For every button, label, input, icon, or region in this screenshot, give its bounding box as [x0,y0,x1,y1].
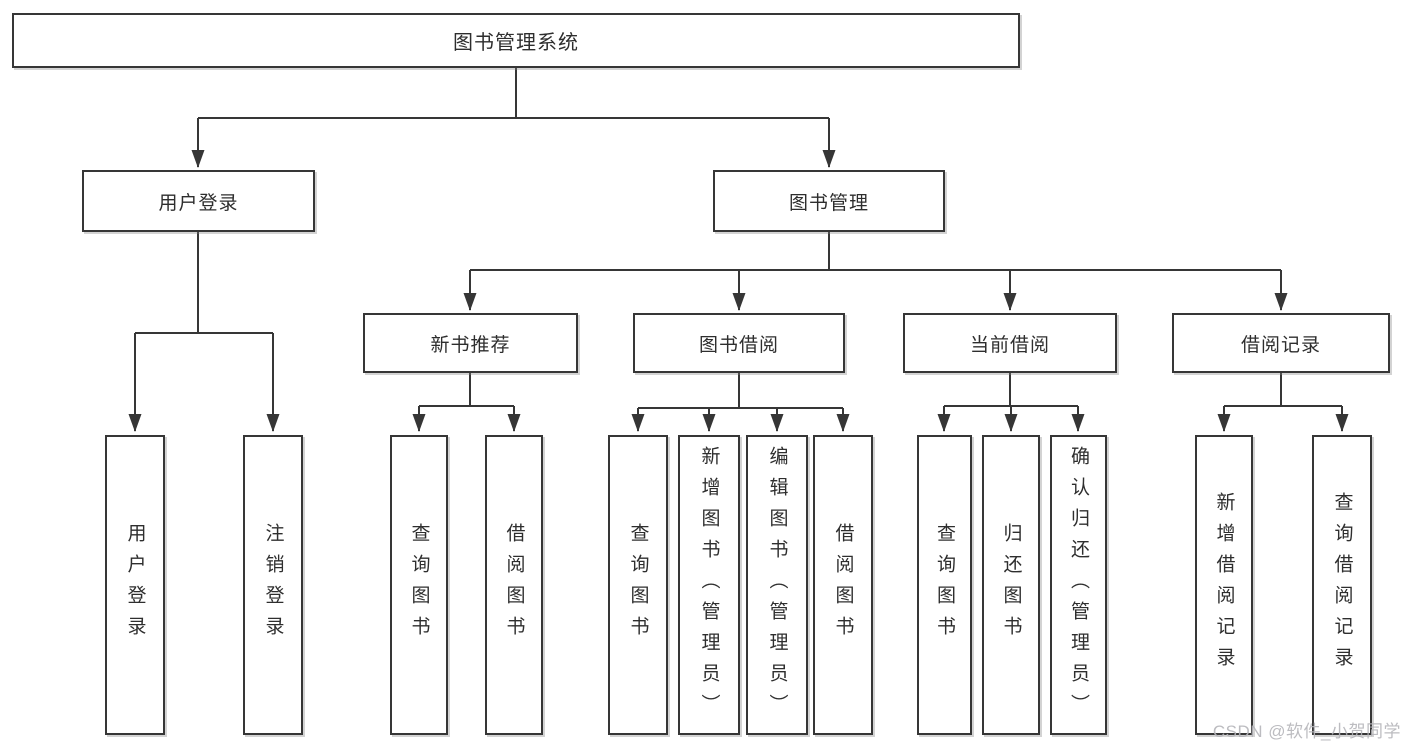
leaf-edit-book-admin: 编辑图书（管理员） [746,435,808,735]
leaf-query-books-recommend: 查询图书 [390,435,448,735]
leaf-add-borrow-record: 新增借阅记录 [1195,435,1253,735]
leaf-query-books-current: 查询图书 [917,435,972,735]
leaf-borrow-books-recommend: 借阅图书 [485,435,543,735]
leaf-logout: 注销登录 [243,435,303,735]
node-borrow-records: 借阅记录 [1172,313,1390,373]
node-library-system: 图书管理系统 [12,13,1020,68]
node-book-borrow: 图书借阅 [633,313,845,373]
leaf-borrow-books: 借阅图书 [813,435,873,735]
leaf-query-borrow-record: 查询借阅记录 [1312,435,1372,735]
node-user-login: 用户登录 [82,170,315,232]
leaf-add-book-admin: 新增图书（管理员） [678,435,740,735]
leaf-confirm-return-admin: 确认归还（管理员） [1050,435,1107,735]
node-new-book-recommend: 新书推荐 [363,313,578,373]
csdn-watermark: CSDN @软件_小贺同学 [1212,722,1401,741]
tree-wires [128,68,1349,432]
leaf-user-login: 用户登录 [105,435,165,735]
node-book-management: 图书管理 [713,170,945,232]
leaf-query-books-borrow: 查询图书 [608,435,668,735]
leaf-return-books: 归还图书 [982,435,1040,735]
node-current-borrow: 当前借阅 [903,313,1117,373]
